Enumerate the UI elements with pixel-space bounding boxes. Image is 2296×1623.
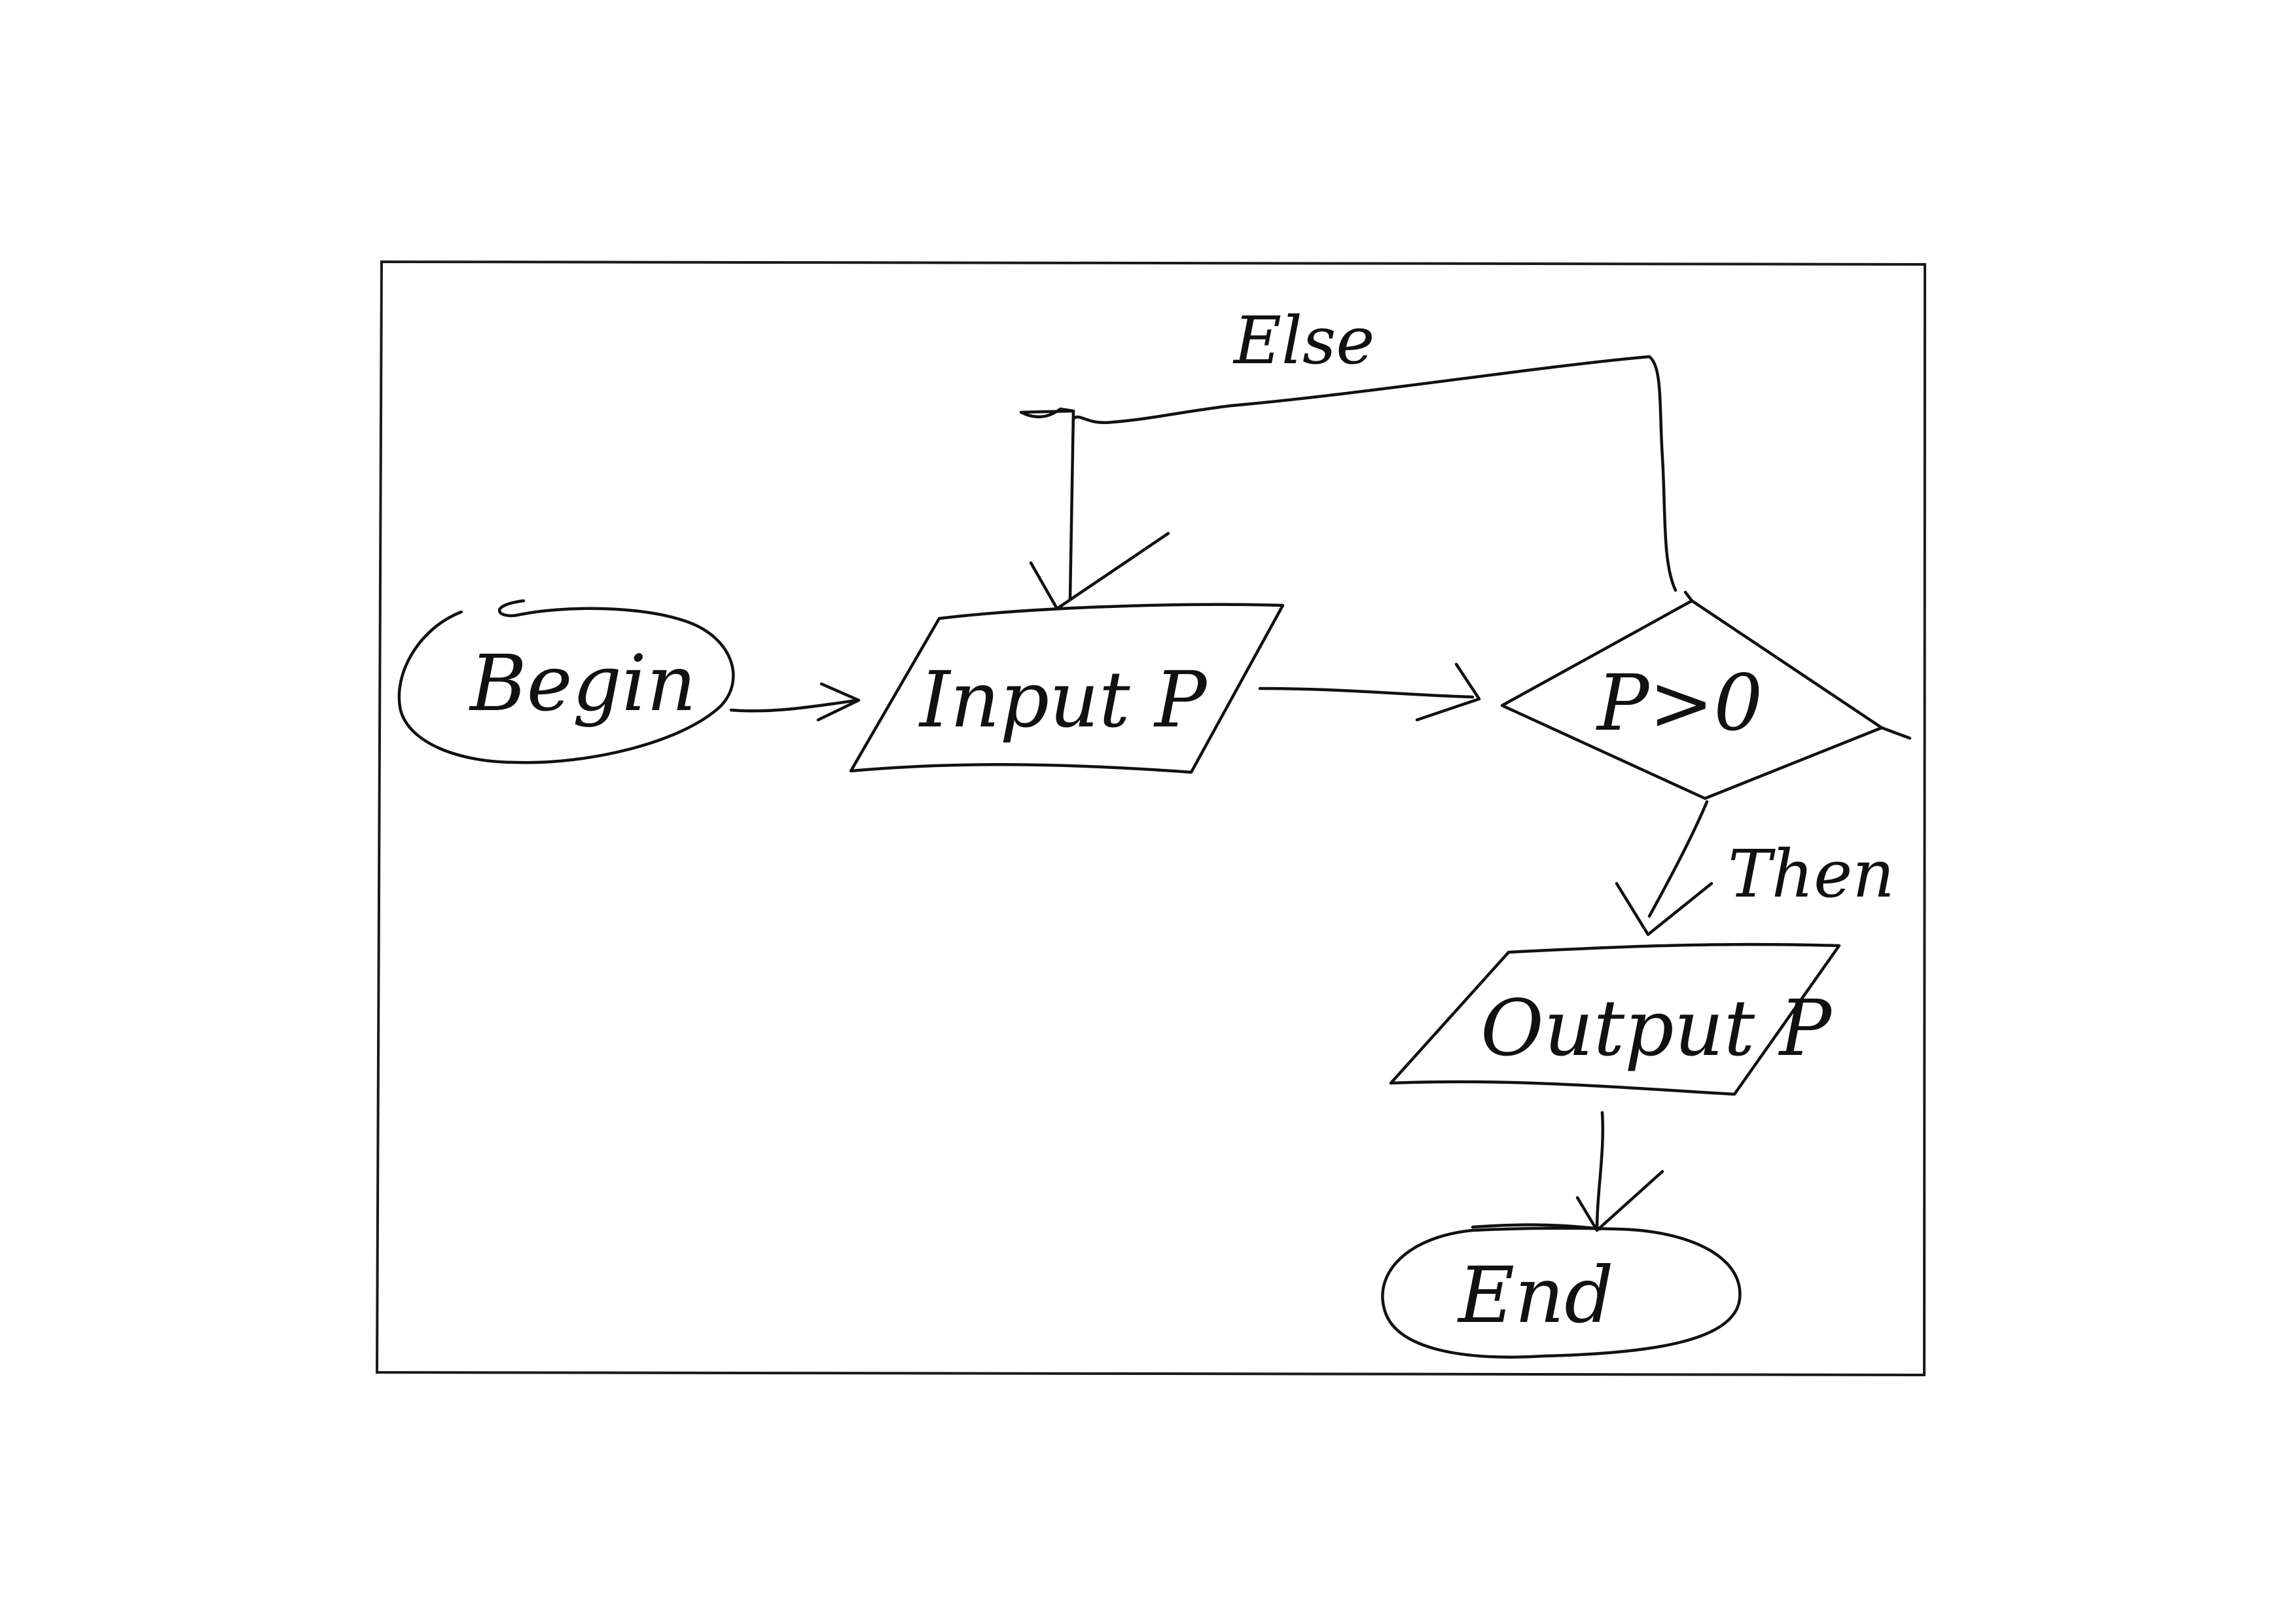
diagram-frame [375,260,1927,1377]
begin-node: Begin [397,599,735,764]
edge-decision-else-to-input: Else [1019,302,1677,611]
end-label: End [1457,1250,1614,1340]
edge-input-to-decision [1258,662,1481,722]
end-ellipse [1381,1226,1742,1359]
edge-decision-then-to-output: Then [1615,800,1895,936]
output-node: Output P [1389,942,1841,1096]
output-label: Output P [1480,983,1833,1073]
begin-ellipse [397,599,735,764]
edge-output-to-end [1575,1111,1664,1232]
output-parallelogram [1389,942,1841,1096]
begin-label: Begin [469,638,696,728]
edge-begin-to-input [729,682,861,722]
decision-label: P>0 [1596,658,1763,748]
input-label: Input P [918,654,1208,745]
input-parallelogram [849,603,1285,774]
input-node: Input P [849,603,1285,774]
end-node: End [1381,1223,1742,1359]
decision-node: P>0 [1500,590,1912,800]
else-label: Else [1232,302,1374,379]
then-label: Then [1728,836,1895,912]
